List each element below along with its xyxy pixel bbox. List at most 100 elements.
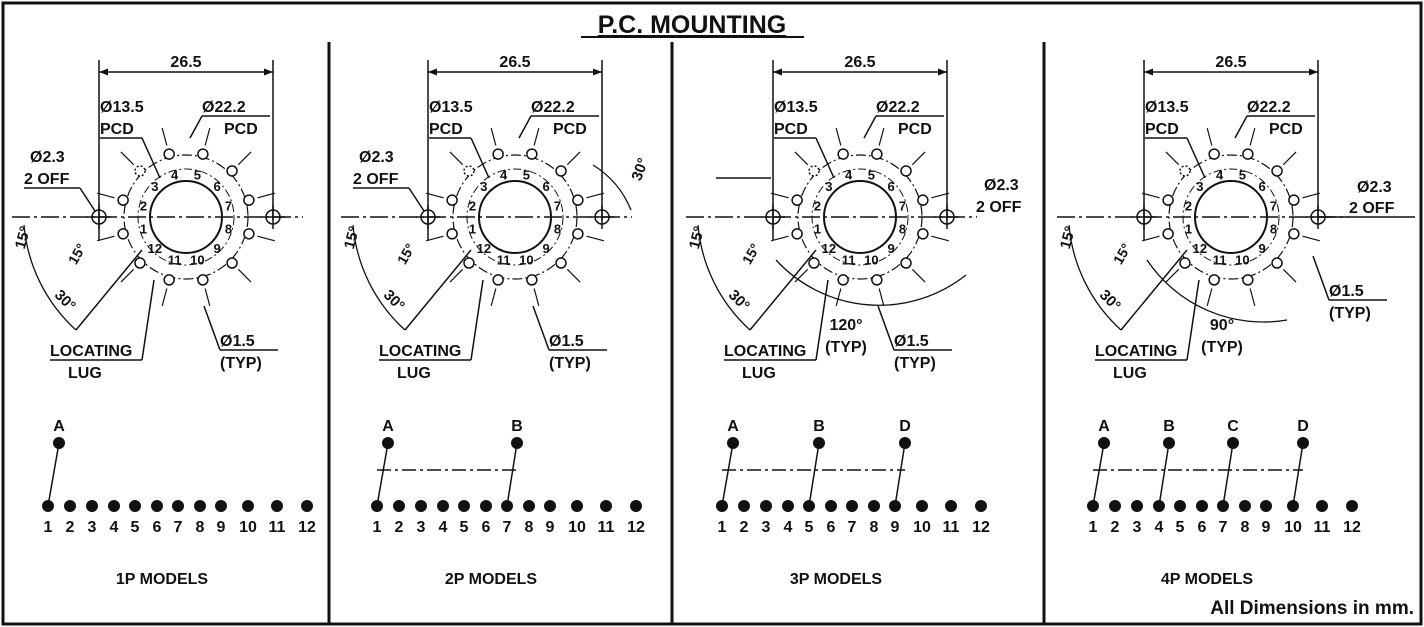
pin-dot xyxy=(600,500,612,512)
pin-number: 11 xyxy=(269,519,286,536)
inner-leader xyxy=(1186,137,1206,179)
angle-15-label: 15° xyxy=(1057,225,1079,251)
pin-hole xyxy=(837,274,849,286)
pin-number: 6 xyxy=(153,519,162,536)
pin-tick xyxy=(96,235,115,242)
pin-tick xyxy=(931,235,950,242)
two-off-label: 2 OFF xyxy=(24,171,70,188)
pole-connection xyxy=(506,442,518,507)
lug-leader xyxy=(141,279,155,361)
pin-tick xyxy=(1302,235,1321,242)
pin-tick xyxy=(794,268,809,283)
pin-hole xyxy=(1208,148,1220,160)
pin-label-5: 5 xyxy=(523,167,530,182)
pin-hole xyxy=(446,194,458,206)
pin-dot xyxy=(1346,500,1358,512)
pin-hole xyxy=(1271,257,1283,269)
inner-pcd-label: PCD xyxy=(1145,121,1179,138)
pin-dot xyxy=(86,500,98,512)
pin-tick xyxy=(1282,151,1297,166)
pin-number: 5 xyxy=(805,519,814,536)
inner-leader xyxy=(470,137,490,179)
locating-label: LOCATING xyxy=(1095,343,1177,360)
pin-number: 7 xyxy=(174,519,183,536)
pin-hole xyxy=(526,274,538,286)
pin-tick xyxy=(490,288,497,307)
angle-ray xyxy=(749,249,817,331)
outer-pcd-label: PCD xyxy=(1269,121,1303,138)
pin-dot xyxy=(129,500,141,512)
arrowhead xyxy=(593,68,602,76)
pin-dot xyxy=(825,500,837,512)
pin-number: 9 xyxy=(217,519,226,536)
pin-label-12: 12 xyxy=(477,241,491,256)
pin-label-9: 9 xyxy=(1258,241,1265,256)
pin-dot xyxy=(782,500,794,512)
hub-circle xyxy=(149,180,223,254)
pin-number: 7 xyxy=(1219,519,1228,536)
pin-hole xyxy=(526,148,538,160)
angle-ray xyxy=(404,249,472,331)
pin-label-9: 9 xyxy=(887,241,894,256)
pin-hole xyxy=(492,274,504,286)
outer-leader xyxy=(189,115,203,139)
inner-pcd-circle xyxy=(1182,168,1280,266)
pole-label-A: A xyxy=(1098,418,1110,435)
pin-label-12: 12 xyxy=(148,241,162,256)
pin-label-2: 2 xyxy=(1185,199,1192,214)
mount-diameter-label: Ø2.3 xyxy=(359,149,394,166)
outer-diameter-label: Ø22.2 xyxy=(531,99,575,116)
model-label: 1P MODELS xyxy=(116,571,209,588)
outer-pcd-label: PCD xyxy=(898,121,932,138)
pin-dot xyxy=(393,500,405,512)
mount-diameter-label: Ø2.3 xyxy=(30,149,65,166)
pin-label-3: 3 xyxy=(480,179,487,194)
pin-number: 2 xyxy=(1111,519,1120,536)
pin-tick xyxy=(878,127,885,146)
pin-dot xyxy=(480,500,492,512)
pin-number: 6 xyxy=(827,519,836,536)
pin-tick xyxy=(1206,288,1213,307)
pin-dot xyxy=(945,500,957,512)
pin-tick xyxy=(533,127,540,146)
outer-leader xyxy=(1234,115,1248,139)
inner-diameter-label: Ø13.5 xyxy=(429,99,473,116)
pin-number: 12 xyxy=(627,519,645,536)
pin-number: 6 xyxy=(1198,519,1207,536)
pin-tick xyxy=(931,192,950,199)
pin-leader xyxy=(203,305,221,351)
pin-tick xyxy=(770,235,789,242)
pin-tick xyxy=(1282,268,1297,283)
lug-leader xyxy=(815,279,829,361)
pin-dot xyxy=(437,500,449,512)
pin-hole xyxy=(117,228,129,240)
angle-arc xyxy=(352,224,406,331)
pin-hole xyxy=(197,274,209,286)
pin-label-4: 4 xyxy=(500,167,508,182)
pin-number: 5 xyxy=(131,519,140,536)
pin-hole xyxy=(163,148,175,160)
pin-tick xyxy=(1165,151,1180,166)
pin-hole xyxy=(1242,274,1254,286)
locating-label: LOCATING xyxy=(379,343,461,360)
outer-diameter-label: Ø22.2 xyxy=(202,99,246,116)
pin-label-6: 6 xyxy=(213,179,220,194)
pin-number: 3 xyxy=(762,519,771,536)
arrowhead xyxy=(1144,68,1153,76)
hub-circle xyxy=(1194,180,1268,254)
inner-leader xyxy=(141,137,161,179)
pin-label-1: 1 xyxy=(814,221,821,236)
lug-label: LUG xyxy=(1113,365,1147,382)
pin-tick xyxy=(257,192,276,199)
arrowhead xyxy=(264,68,273,76)
pole-label-A: A xyxy=(382,418,394,435)
pole-connection xyxy=(721,442,734,507)
pin-hole xyxy=(900,165,912,177)
pin-hole xyxy=(226,165,238,177)
inner-pcd-label: PCD xyxy=(774,121,808,138)
pin-hole xyxy=(134,257,146,269)
pin-number: 12 xyxy=(972,519,990,536)
pin-hole xyxy=(1288,228,1300,240)
mount-leader xyxy=(79,187,96,212)
